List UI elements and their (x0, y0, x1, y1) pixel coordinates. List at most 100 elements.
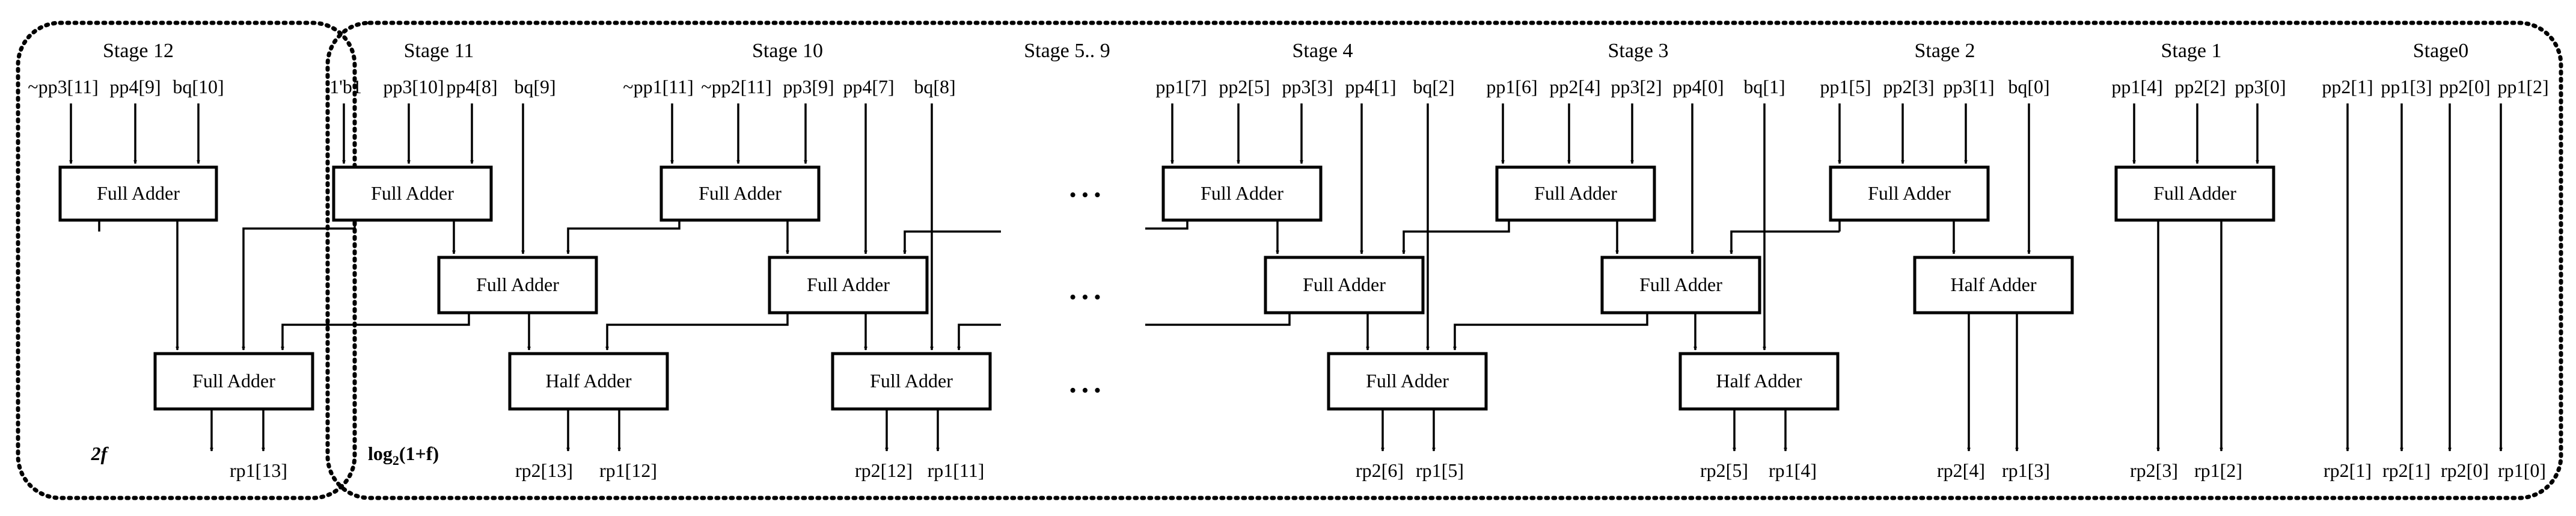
output-label: rp1[4] (1769, 459, 1817, 481)
full-adder-block (1327, 352, 1488, 411)
input-label: bq[2] (1413, 76, 1454, 97)
full-adder-block (153, 352, 314, 411)
stage-5-9-ellipsis: • • • • • • • • • (1069, 184, 1101, 402)
block-label: Full Adder (807, 274, 890, 295)
stage-title-5-9: Stage 5.. 9 (1024, 40, 1110, 62)
input-label: pp3[2] (1611, 76, 1662, 97)
ellipsis: • • • (1069, 286, 1101, 309)
input-label: bq[1] (1743, 76, 1785, 97)
output-label: rp1[3] (2002, 459, 2050, 481)
full-adder-block (831, 352, 992, 411)
output-label: rp1[11] (928, 459, 985, 481)
input-label: pp4[7] (843, 76, 894, 97)
input-label: ~pp3[11] (28, 76, 98, 97)
block-label: Full Adder (699, 182, 782, 204)
region-log2-boundary (325, 20, 2563, 500)
full-adder-block (1161, 165, 1323, 222)
stage-10: ~pp1[11] ~pp2[11] pp3[9] pp4[7] bq[8] Fu… (566, 76, 1001, 481)
input-label: pp2[0] (2439, 76, 2490, 97)
input-label: pp2[5] (1219, 76, 1270, 97)
block-label: Half Adder (1716, 370, 1802, 392)
full-adder-block (58, 165, 218, 222)
input-label: pp1[2] (2497, 76, 2548, 97)
input-label: pp1[3] (2381, 76, 2432, 97)
output-label: rp2[5] (1700, 459, 1748, 481)
full-adder-block (437, 256, 598, 315)
output-label: rp2[1] (2382, 459, 2431, 481)
stage-11: 1'b1 pp3[10] pp4[8] bq[9] Full Adder Ful… (242, 76, 669, 481)
input-label: pp3[10] (383, 76, 444, 97)
region-2f-boundary (16, 20, 357, 500)
full-adder-block (1264, 256, 1425, 315)
output-label: rp1[2] (2194, 459, 2242, 481)
input-label: pp2[1] (2322, 76, 2373, 97)
stage-title-11: Stage 11 (404, 40, 474, 62)
output-label: rp2[3] (2130, 459, 2178, 481)
input-label: bq[8] (914, 76, 955, 97)
input-label: bq[0] (2008, 76, 2049, 97)
block-label: Full Adder (1868, 182, 1951, 204)
stage-title-4: Stage 4 (1292, 40, 1353, 62)
input-label: pp3[0] (2235, 76, 2286, 97)
stage-2: pp1[5] pp2[3] pp3[1] bq[0] Full Adder Ha… (1820, 76, 2074, 481)
input-label: pp3[3] (1282, 76, 1333, 97)
ellipsis: • • • (1069, 379, 1101, 402)
input-label: pp1[4] (2111, 76, 2162, 97)
input-label: pp1[5] (1820, 76, 1871, 97)
input-label: pp3[1] (1943, 76, 1994, 97)
input-label: bq[10] (173, 76, 224, 97)
stage-title-0: Stage0 (2413, 40, 2469, 62)
half-adder-block (1678, 352, 1840, 411)
block-label: Full Adder (371, 182, 454, 204)
stage-title-10: Stage 10 (752, 40, 823, 62)
input-label: pp4[0] (1672, 76, 1724, 97)
stage-title-12: Stage 12 (103, 40, 174, 62)
block-label: Full Adder (1639, 274, 1722, 295)
full-adder-block (1829, 165, 1990, 222)
block-label: Full Adder (192, 370, 275, 392)
output-label: rp1[5] (1416, 459, 1464, 481)
block-label: Full Adder (1303, 274, 1386, 295)
half-adder-block (508, 352, 669, 411)
block-label: Full Adder (476, 274, 559, 295)
input-label: bq[9] (514, 76, 555, 97)
output-label: rp1[12] (599, 459, 657, 481)
input-label: pp2[2] (2174, 76, 2226, 97)
block-label: Full Adder (1534, 182, 1617, 204)
output-label: rp2[0] (2441, 459, 2489, 481)
block-label: Half Adder (1950, 274, 2036, 295)
output-label: rp2[1] (2324, 459, 2372, 481)
full-adder-block (2114, 165, 2275, 222)
block-label: Full Adder (97, 182, 180, 204)
block-label: Full Adder (1201, 182, 1283, 204)
stage-3: pp1[6] pp2[4] pp3[2] pp4[0] bq[1] Full A… (1486, 76, 1840, 481)
full-adder-block (332, 165, 493, 222)
full-adder-block (659, 165, 821, 222)
input-label: pp4[8] (446, 76, 497, 97)
output-label: rp2[6] (1356, 459, 1404, 481)
half-adder-block (1913, 256, 2074, 315)
input-label: pp3[9] (783, 76, 834, 97)
input-label: 1'b1 (329, 76, 362, 97)
region-log-label: log2(1+f) (368, 443, 439, 468)
full-adder-block (1600, 256, 1761, 315)
stage-title-3: Stage 3 (1608, 40, 1668, 62)
stage-title-1: Stage 1 (2161, 40, 2221, 62)
output-label: rp2[4] (1937, 459, 1985, 481)
output-label: rp2[13] (515, 459, 573, 481)
input-label: pp2[3] (1883, 76, 1934, 97)
input-label: pp4[9] (109, 76, 161, 97)
full-adder-block (1495, 165, 1656, 222)
input-label: pp1[6] (1486, 76, 1537, 97)
stage-0: pp2[1] pp1[3] pp2[0] pp1[2] rp2[1] rp2[1… (2322, 76, 2548, 481)
block-label: Full Adder (870, 370, 953, 392)
block-label: Full Adder (2153, 182, 2236, 204)
input-label: pp1[7] (1155, 76, 1207, 97)
block-label: Full Adder (1366, 370, 1449, 392)
region-2f-label: 2f (91, 443, 109, 464)
stage-1: pp1[4] pp2[2] pp3[0] Full Adder rp2[3] r… (2111, 76, 2286, 481)
input-label: pp2[4] (1549, 76, 1600, 97)
stage-title-2: Stage 2 (1914, 40, 1975, 62)
ellipsis: • • • (1069, 184, 1101, 206)
